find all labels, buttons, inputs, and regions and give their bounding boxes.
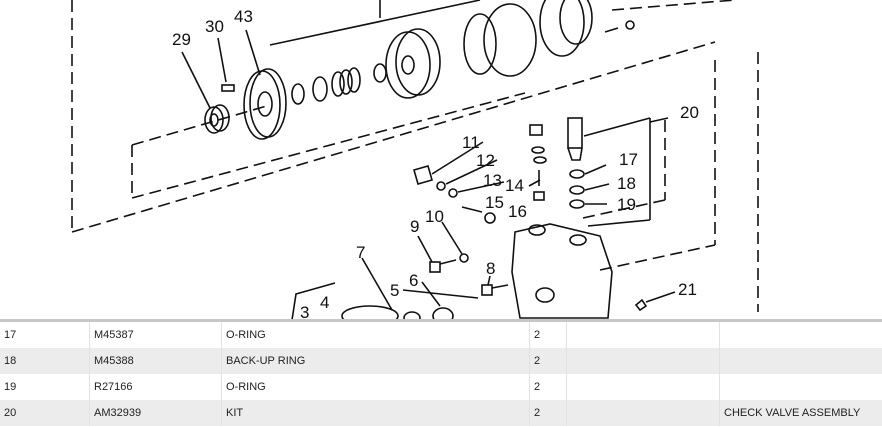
ref-cell: 19 xyxy=(0,374,90,400)
callout-15: 15 xyxy=(485,193,504,212)
qty-cell: 2 xyxy=(529,400,567,426)
callout-16: 16 xyxy=(508,202,527,221)
qty-cell: 2 xyxy=(529,322,567,348)
callout-17: 17 xyxy=(619,150,638,169)
callout-7: 7 xyxy=(356,243,365,262)
description-cell: BACK-UP RING xyxy=(221,348,530,374)
empty-cell xyxy=(566,348,720,374)
table-row[interactable]: 18 M45388 BACK-UP RING 2 xyxy=(0,348,882,374)
callout-3: 3 xyxy=(300,303,309,320)
callout-29: 29 xyxy=(172,30,191,49)
table-row[interactable]: 19 R27166 O-RING 2 xyxy=(0,374,882,400)
qty-cell: 2 xyxy=(529,348,567,374)
callout-30: 30 xyxy=(205,17,224,36)
description-cell: O-RING xyxy=(221,322,530,348)
callout-12: 12 xyxy=(476,151,495,170)
callout-5: 5 xyxy=(390,281,399,300)
parts-table: 17 M45387 O-RING 2 18 M45388 BACK-UP RIN… xyxy=(0,322,882,426)
qty-cell: 2 xyxy=(529,374,567,400)
callout-8: 8 xyxy=(486,259,495,278)
description-cell: KIT xyxy=(221,400,530,426)
callout-6: 6 xyxy=(409,271,418,290)
callout-14: 14 xyxy=(505,176,524,195)
part-number-cell: M45387 xyxy=(89,322,222,348)
part-number-cell: AM32939 xyxy=(89,400,222,426)
ref-cell: 17 xyxy=(0,322,90,348)
note-cell: CHECK VALVE ASSEMBLY xyxy=(724,407,861,419)
callout-10: 10 xyxy=(425,207,444,226)
table-row[interactable]: 17 M45387 O-RING 2 xyxy=(0,322,882,348)
callout-4: 4 xyxy=(320,293,329,312)
ref-cell: 20 xyxy=(0,400,90,426)
callout-18: 18 xyxy=(617,174,636,193)
empty-cell xyxy=(566,322,720,348)
note-cell xyxy=(720,322,882,348)
callout-43: 43 xyxy=(234,7,253,26)
note-cell xyxy=(720,374,882,400)
note-cell xyxy=(720,348,882,374)
callout-20: 20 xyxy=(680,103,699,122)
diagram-table-divider xyxy=(0,319,882,322)
callout-11: 11 xyxy=(462,133,480,152)
callout-19: 19 xyxy=(617,195,636,214)
ref-cell: 18 xyxy=(0,348,90,374)
exploded-parts-diagram: 29 30 43 11 12 13 14 15 16 9 10 7 8 5 6 … xyxy=(71,0,759,320)
callout-13: 13 xyxy=(483,171,502,190)
empty-cell xyxy=(566,374,720,400)
description-cell: O-RING xyxy=(221,374,530,400)
empty-cell xyxy=(566,400,720,426)
callout-21: 21 xyxy=(678,280,697,299)
part-number-cell: M45388 xyxy=(89,348,222,374)
table-row[interactable]: 20 AM32939 KIT 2 CHECK VALVE ASSEMBLY xyxy=(0,400,882,426)
callout-9: 9 xyxy=(410,217,419,236)
part-number-cell: R27166 xyxy=(89,374,222,400)
diagram-drawing: 29 30 43 11 12 13 14 15 16 9 10 7 8 5 6 … xyxy=(71,0,759,320)
